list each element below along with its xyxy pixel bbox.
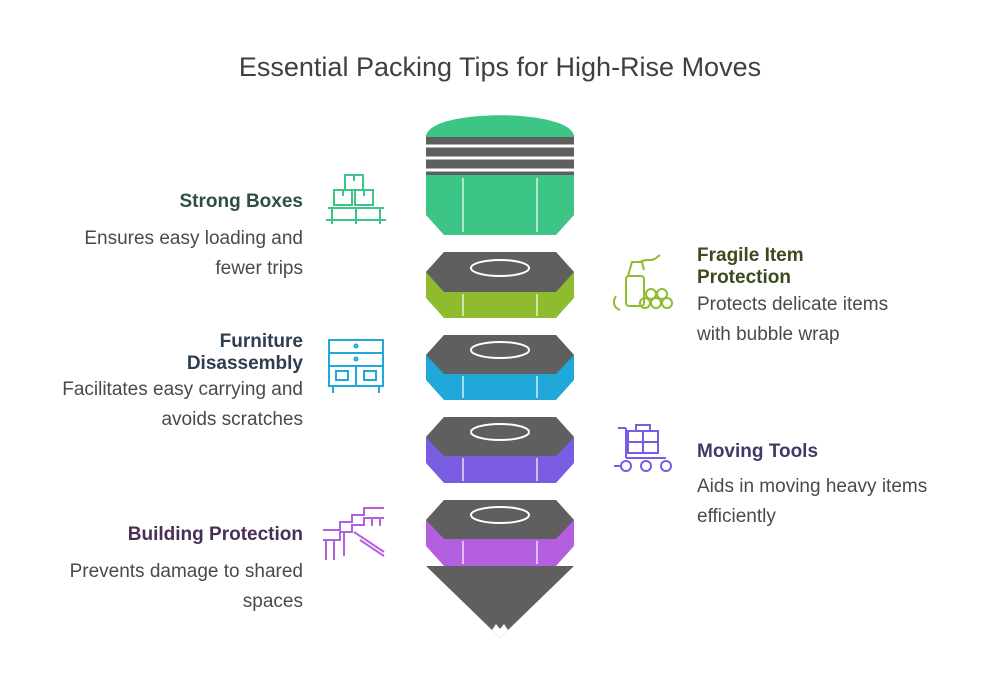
desc-building: Prevents damage to shared spaces bbox=[69, 561, 303, 612]
stack-cone bbox=[426, 566, 574, 638]
heading-tools: Moving Tools bbox=[697, 441, 819, 462]
diagram-title: Essential Packing Tips for High-Rise Mov… bbox=[238, 52, 762, 82]
heading-building: Building Protection bbox=[127, 524, 303, 545]
tier-tools bbox=[426, 417, 574, 483]
heading-fragile: Fragile Item Protection bbox=[697, 245, 804, 288]
dolly-cart-icon bbox=[614, 424, 672, 472]
stacked-boxes-icon bbox=[326, 174, 386, 224]
tier-fragile bbox=[426, 252, 574, 318]
desc-furniture: Facilitates easy carrying and avoids scr… bbox=[62, 379, 303, 430]
desc-strong-boxes: Ensures easy loading and fewer trips bbox=[84, 228, 303, 279]
desc-fragile: Protects delicate items with bubble wrap bbox=[697, 294, 889, 345]
tier-furniture bbox=[426, 335, 574, 400]
tier-strong-boxes bbox=[426, 115, 574, 235]
spray-bubbles-icon bbox=[612, 254, 673, 311]
heading-furniture: Furniture Disassembly bbox=[186, 331, 303, 374]
desc-tools: Aids in moving heavy items efficiently bbox=[697, 476, 928, 527]
tier-building bbox=[426, 500, 574, 566]
staircase-icon bbox=[323, 507, 385, 560]
heading-strong-boxes: Strong Boxes bbox=[179, 191, 303, 212]
dresser-icon bbox=[328, 339, 384, 393]
